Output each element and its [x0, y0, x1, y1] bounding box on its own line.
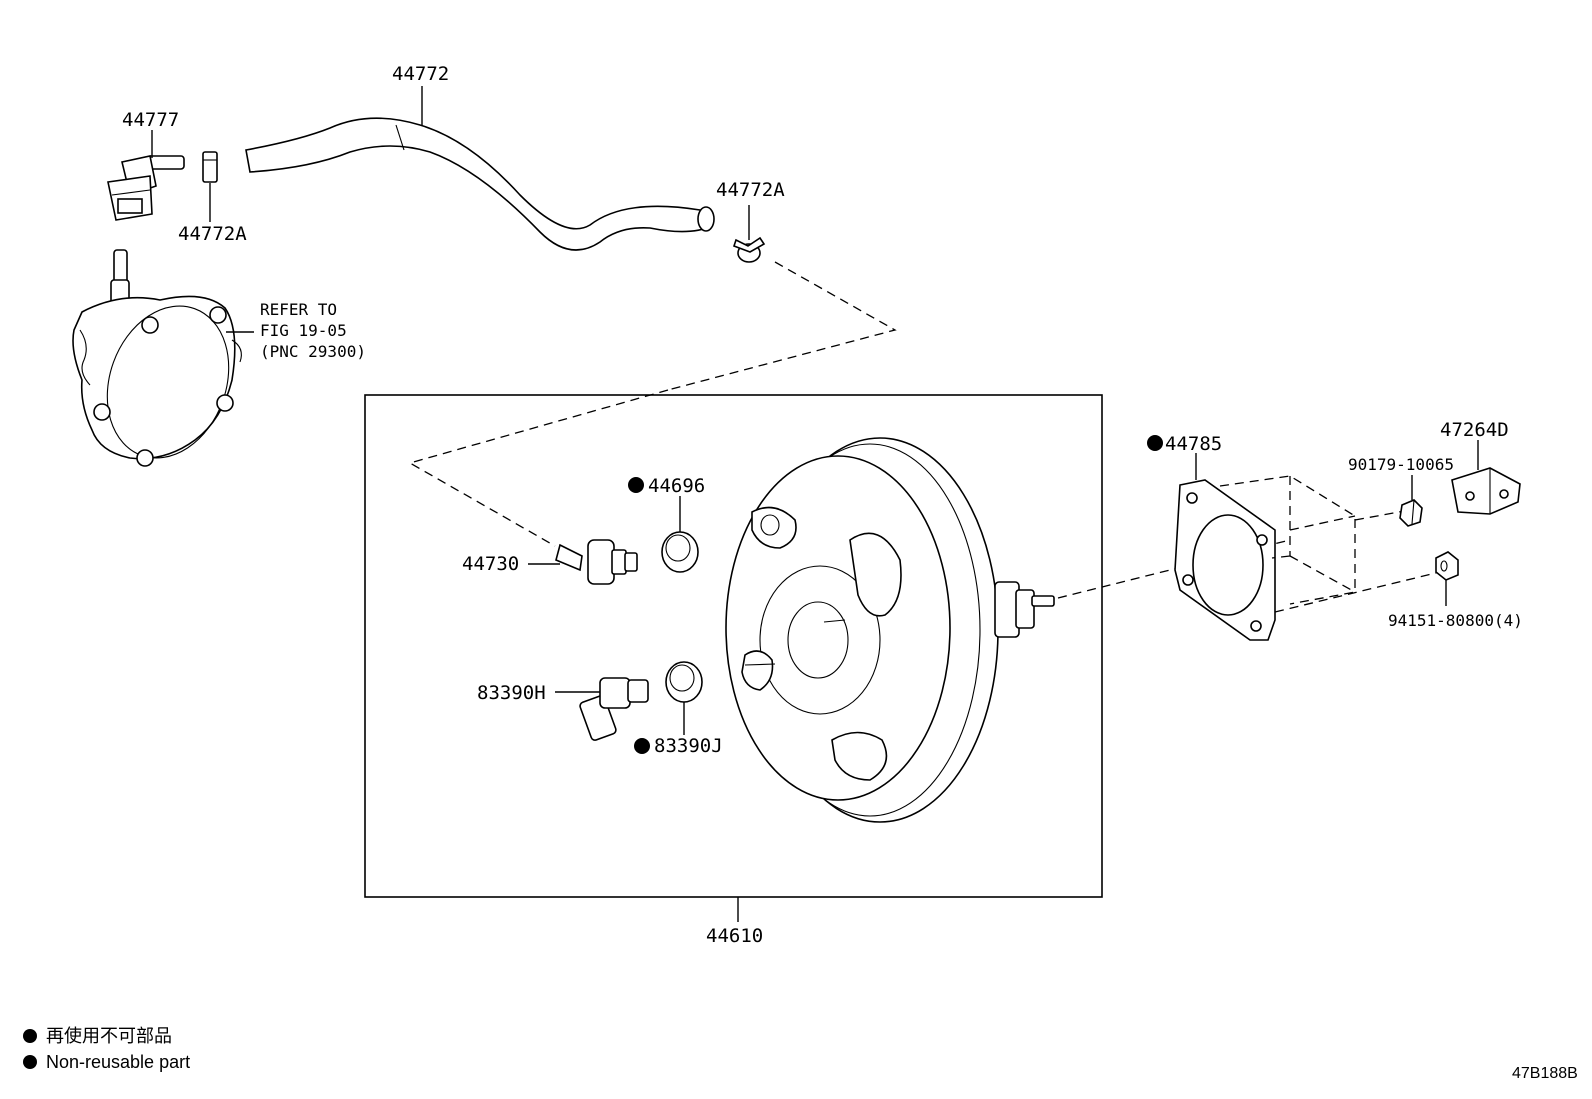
- dashed-path-check: [408, 389, 669, 547]
- non-reusable-dot-44785: [1147, 435, 1163, 451]
- legend-dot-en: [23, 1055, 37, 1069]
- label-44772: 44772: [392, 63, 449, 85]
- refer-note-line2: FIG 19-05: [260, 321, 347, 340]
- assembly-box-44610: [364, 394, 1103, 898]
- nut-94151-80800[interactable]: [1435, 551, 1459, 581]
- label-83390j: 83390J: [654, 735, 723, 757]
- label-83390h: 83390H: [477, 682, 546, 704]
- gasket-44785[interactable]: [1174, 479, 1276, 641]
- label-44696: 44696: [648, 475, 705, 497]
- legend-text-jp: 再使用不可部品: [46, 1026, 172, 1046]
- clamp-44772a-right[interactable]: [732, 236, 766, 263]
- grommet-83390j[interactable]: [665, 661, 703, 703]
- legend-text-en: Non-reusable part: [46, 1052, 190, 1072]
- connector-44777[interactable]: [107, 155, 185, 221]
- check-valve-44730[interactable]: [555, 539, 638, 585]
- legend-dot-jp: [23, 1029, 37, 1043]
- label-94151-80800: 94151-80800(4): [1388, 611, 1523, 630]
- label-44610: 44610: [706, 925, 763, 947]
- label-90179-10065: 90179-10065: [1348, 455, 1454, 474]
- refer-note-line1: REFER TO: [260, 300, 337, 319]
- vacuum-pump: [72, 249, 242, 467]
- label-44772a-left: 44772A: [178, 223, 247, 245]
- non-reusable-dot-44696: [628, 477, 644, 493]
- refer-note-line3: (PNC 29300): [260, 342, 366, 361]
- label-47264d: 47264D: [1440, 419, 1509, 441]
- dashed-path-hose: [667, 261, 897, 391]
- bracket-47264d[interactable]: [1451, 467, 1521, 515]
- sensor-83390h[interactable]: [579, 677, 649, 741]
- label-44772a-right: 44772A: [716, 179, 785, 201]
- non-reusable-dot-83390j: [634, 738, 650, 754]
- figure-id: 47B188B: [1512, 1065, 1578, 1082]
- vacuum-hose-44772[interactable]: [245, 117, 715, 251]
- nut-90179-10065[interactable]: [1399, 499, 1423, 527]
- brake-booster: [725, 437, 1055, 823]
- label-44785: 44785: [1165, 433, 1222, 455]
- clamp-44772a-left[interactable]: [202, 151, 218, 183]
- grommet-44696[interactable]: [661, 531, 699, 573]
- label-44730: 44730: [462, 553, 519, 575]
- label-44777: 44777: [122, 109, 179, 131]
